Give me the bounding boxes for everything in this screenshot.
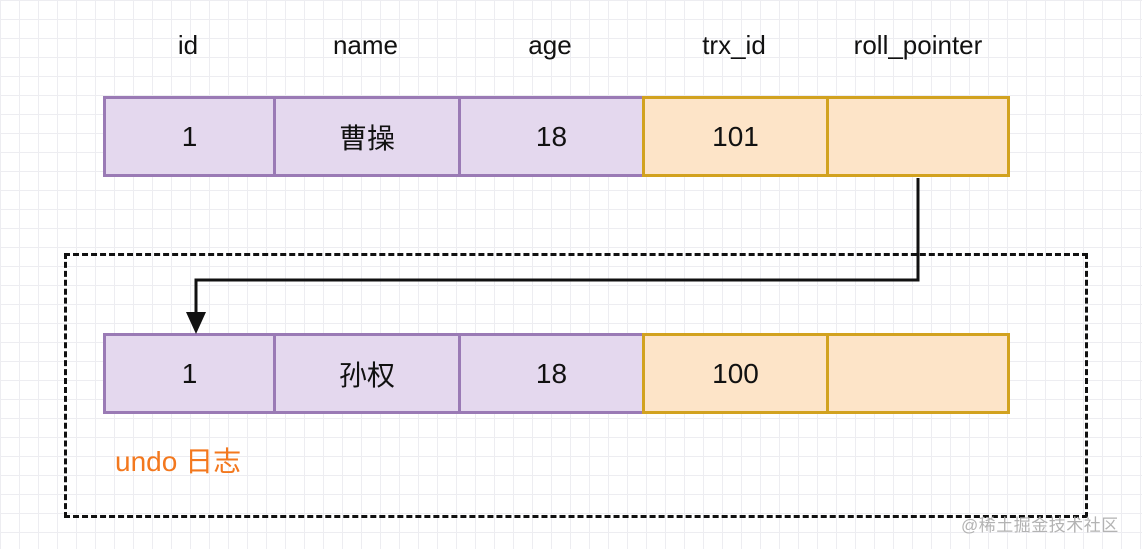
cell-name: 孙权 [273, 333, 461, 414]
column-header-id: id [177, 30, 199, 60]
column-header-trx-id: trx_id [702, 30, 766, 60]
cell-id: 1 [103, 96, 276, 177]
table-row-undo: 1 孙权 18 100 [103, 333, 1010, 414]
undo-log-label: undo 日志 [115, 446, 242, 477]
column-header-roll-pointer: roll_pointer [853, 30, 983, 60]
cell-roll-pointer [826, 333, 1010, 414]
cell-name: 曹操 [273, 96, 461, 177]
column-header-age: age [528, 30, 572, 60]
table-row-current: 1 曹操 18 101 [103, 96, 1010, 177]
cell-age: 18 [458, 333, 645, 414]
column-header-name: name [332, 30, 399, 60]
cell-trx-id: 100 [642, 333, 829, 414]
column-headers: id name age trx_id roll_pointer [103, 28, 1010, 62]
cell-trx-id: 101 [642, 96, 829, 177]
cell-age: 18 [458, 96, 645, 177]
watermark: @稀土掘金技术社区 [961, 516, 1119, 535]
cell-id: 1 [103, 333, 276, 414]
cell-roll-pointer [826, 96, 1010, 177]
